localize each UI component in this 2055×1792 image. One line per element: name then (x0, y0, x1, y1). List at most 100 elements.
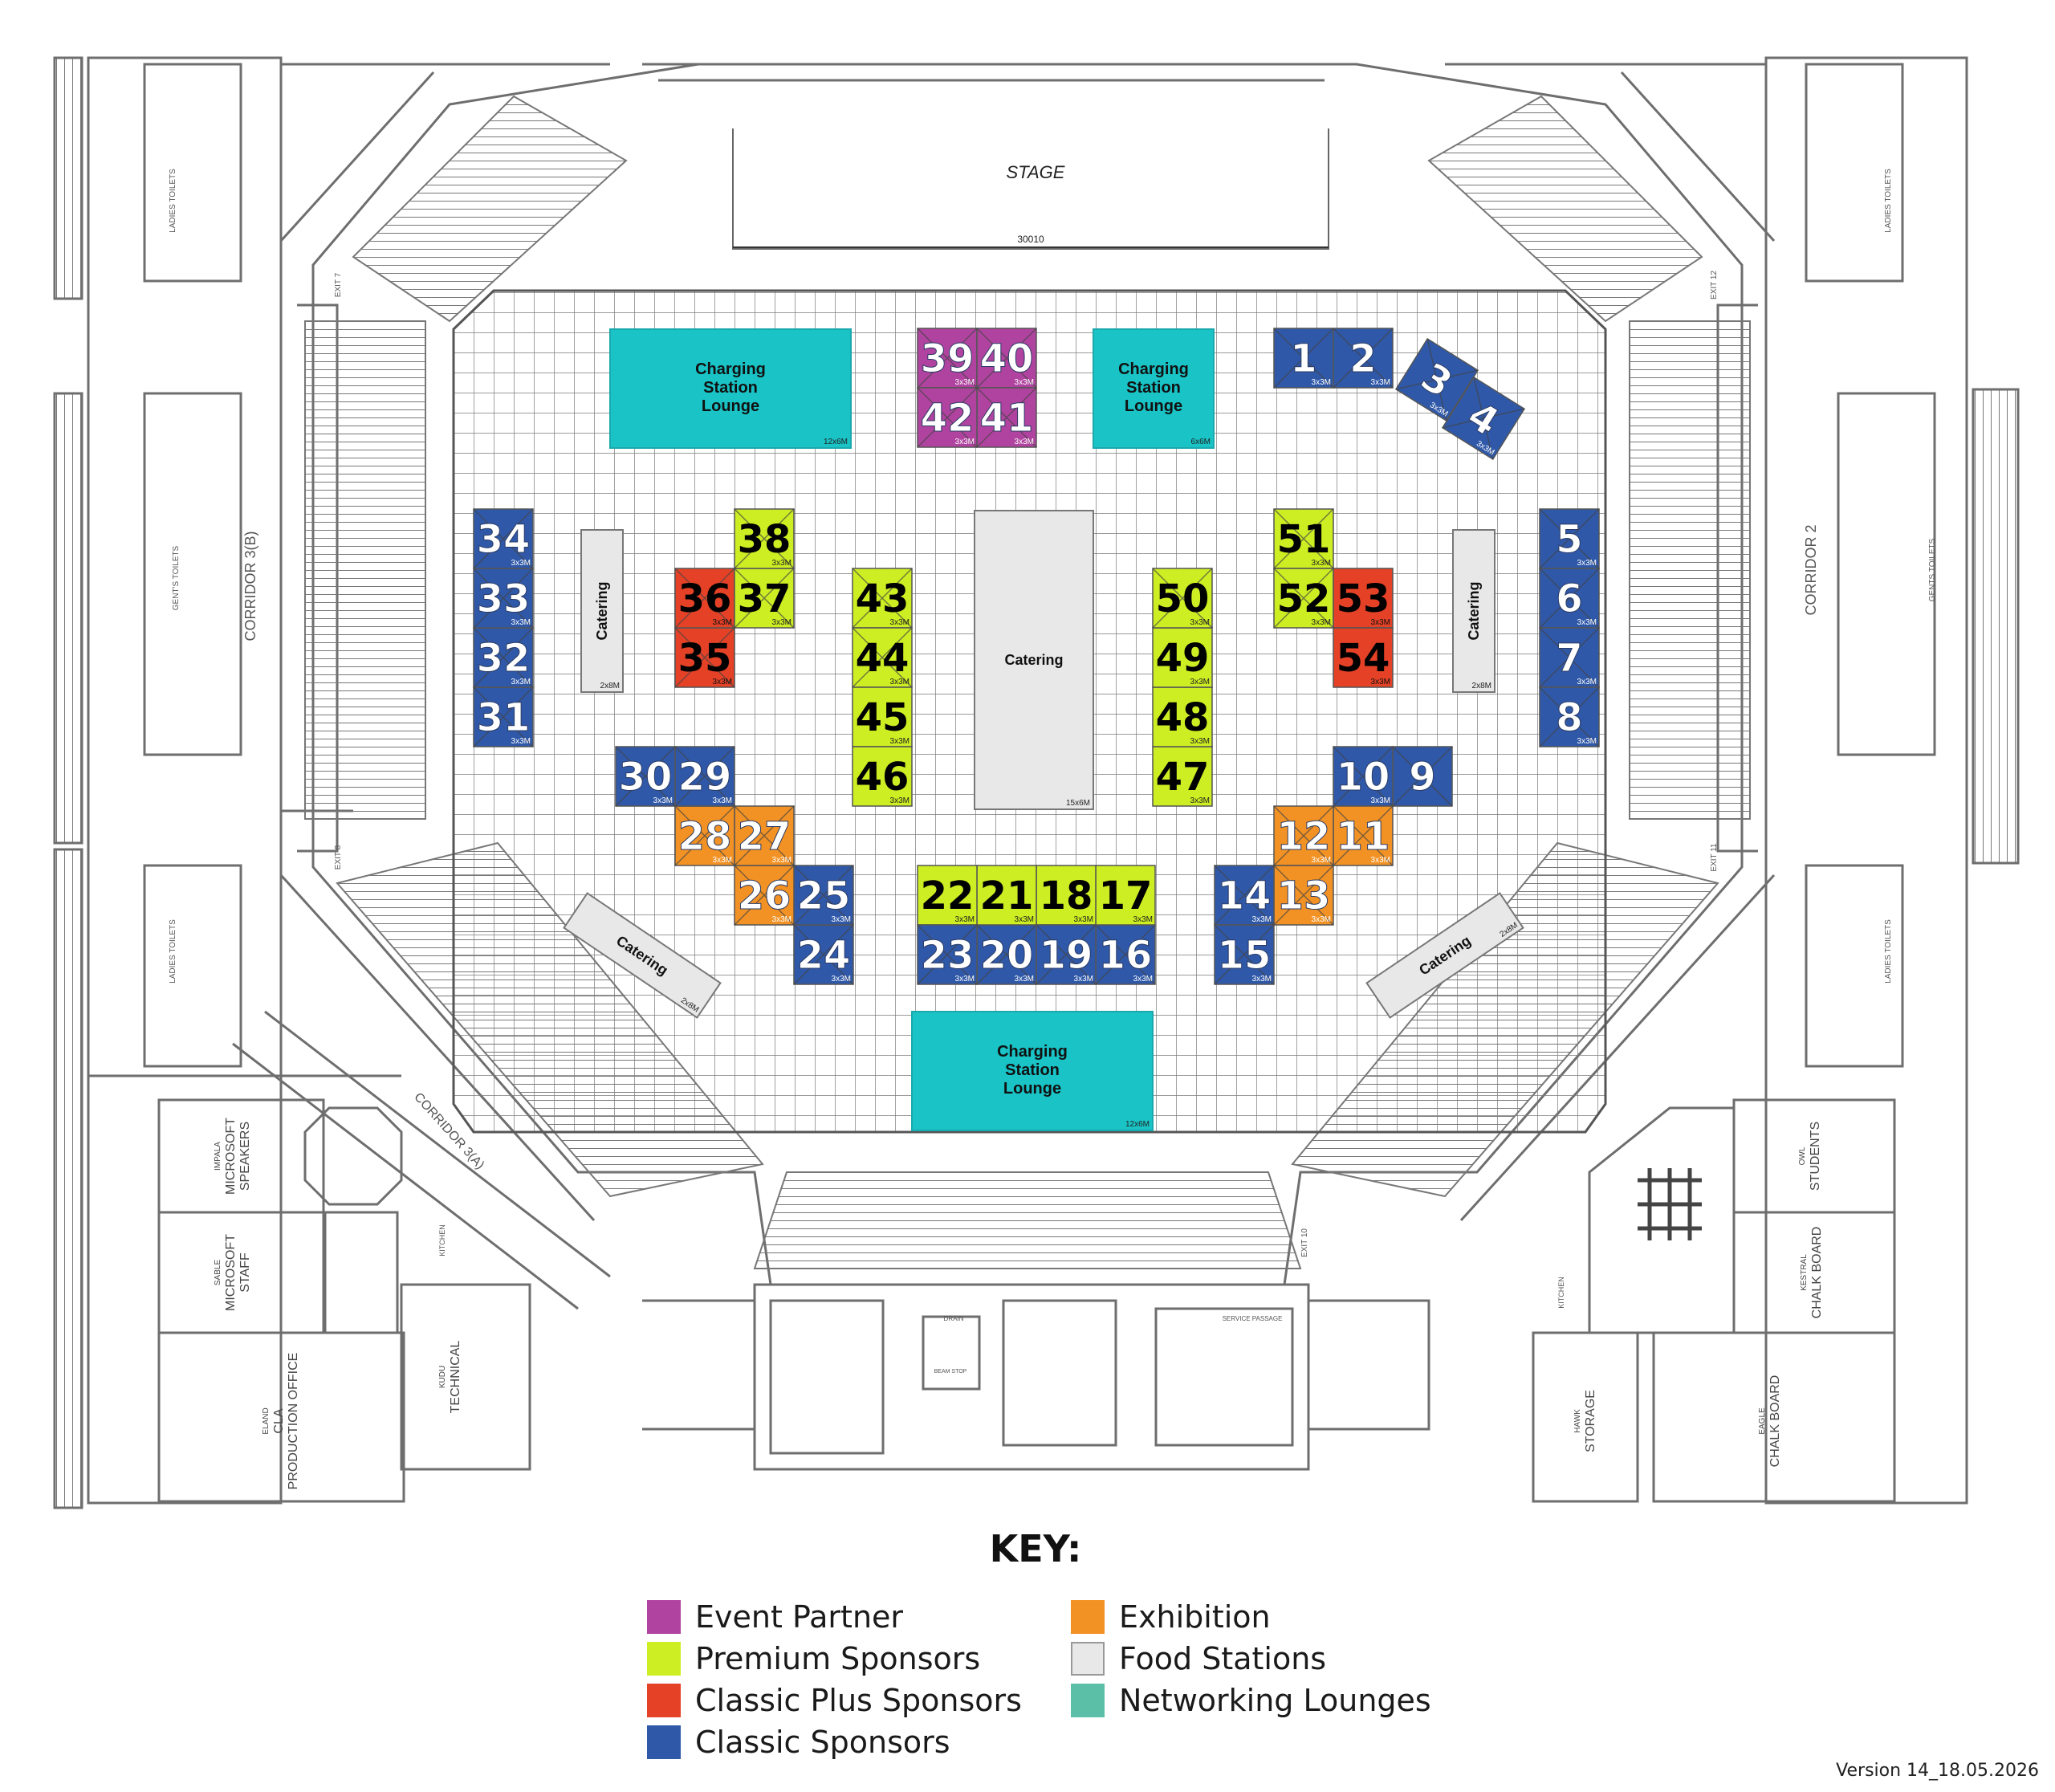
catering-label: Catering (1466, 581, 1482, 640)
booth-number: 29 (678, 755, 732, 800)
booth-cross (1036, 924, 1097, 985)
room-purpose: TECHNICAL (449, 1341, 462, 1414)
booth-size: 3x3M (1252, 975, 1272, 984)
booth-size: 3x3M (772, 915, 791, 924)
booth-number: 34 (477, 517, 531, 562)
booth-size: 3x3M (1190, 678, 1210, 686)
exit-label: EXIT 8 (334, 845, 343, 870)
booth-fill (1333, 627, 1394, 688)
lounge-label: Lounge (1003, 1080, 1061, 1098)
booth-number: 16 (1099, 933, 1153, 978)
kitchen-label-left: KITCHEN (438, 1224, 446, 1256)
stage-width-label: 30010 (1017, 234, 1044, 245)
booth-cross (976, 328, 1037, 389)
room-purpose: CLA (272, 1408, 286, 1433)
booth-number: 44 (856, 636, 909, 681)
booth-cross (734, 865, 795, 926)
booth-cross (917, 924, 978, 985)
booth-number: 36 (678, 576, 732, 621)
toilet-label: LADIES TOILETS (1884, 169, 1893, 233)
booth-cross (1273, 508, 1334, 569)
booth-number: 37 (738, 576, 791, 621)
booth-9[interactable]: 9 (1392, 746, 1453, 807)
lounge-area (911, 1011, 1154, 1131)
kitchen-label-right: KITCHEN (1557, 1277, 1565, 1309)
booth-cross (1539, 508, 1600, 569)
booth-number: 28 (678, 814, 732, 859)
exit-label: EXIT 12 (1710, 271, 1719, 299)
booth-number: 7 (1556, 636, 1582, 681)
booth-cross (1214, 865, 1275, 926)
room-name: EAGLE (1758, 1407, 1767, 1435)
room-purpose-2: STAFF (238, 1252, 252, 1293)
booth-cross (674, 746, 735, 807)
service-passage-label: SERVICE PASSAGE (1223, 1315, 1283, 1322)
legend-swatch-classic-plus-sponsors (647, 1684, 681, 1717)
booth-number: 21 (980, 874, 1034, 918)
